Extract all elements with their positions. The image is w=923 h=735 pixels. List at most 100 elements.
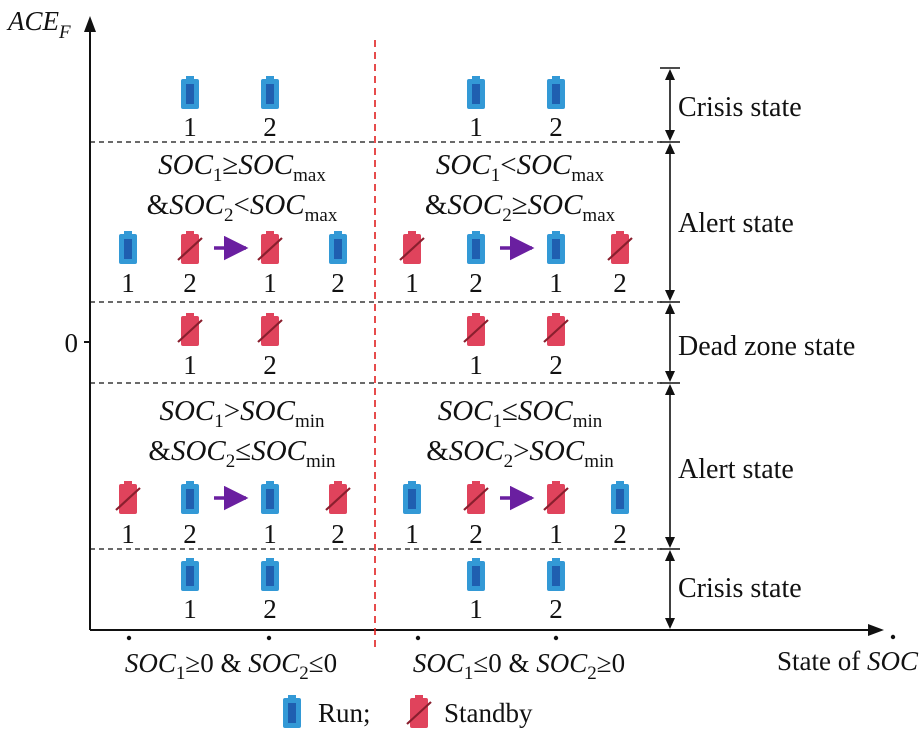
bracket-arrow-3 <box>665 303 675 382</box>
battery-number-crisis-top-col1-1: 1 <box>183 112 197 142</box>
battery-number-dead-zone-col2-2: 2 <box>549 350 563 380</box>
run-battery-crisis-bottom-col2-1 <box>467 558 485 591</box>
condition-line: SOC1<SOCmax <box>436 149 605 186</box>
standby-battery-alert-top-right-4 <box>607 231 633 264</box>
bracket-arrow-4 <box>665 384 675 548</box>
run-battery-alert-top-right-3 <box>547 231 565 264</box>
legend-run-icon <box>283 695 301 728</box>
state-brackets <box>660 67 680 631</box>
y-zero-tick-label: 0 <box>65 328 79 358</box>
run-battery-crisis-top-col1-2 <box>261 76 279 109</box>
condition-alert-top-right: SOC1<SOCmax &SOC2≥SOCmax <box>425 149 616 226</box>
condition-line: &SOC2≥SOCmax <box>425 189 616 226</box>
battery-number-alert-top-left-2: 2 <box>183 268 197 298</box>
legend: Run; Standby <box>283 695 533 728</box>
battery-number-crisis-top-col2-1: 1 <box>469 112 483 142</box>
y-axis-label: ACEF <box>6 6 71 43</box>
battery-number-dead-zone-col2-1: 1 <box>469 350 483 380</box>
column-label-right: SOC1≤0 & SOC2≥0 <box>413 648 625 684</box>
state-labels: Crisis state Alert state Dead zone state… <box>678 92 855 604</box>
run-battery-alert-bottom-left-2 <box>181 481 199 514</box>
battery-number-alert-bottom-left-4: 2 <box>331 519 345 549</box>
battery-number-crisis-bottom-col1-2: 2 <box>263 594 277 624</box>
legend-standby-label: Standby <box>444 698 533 728</box>
row-separators <box>90 141 665 550</box>
battery-number-alert-bottom-right-1: 1 <box>405 519 419 549</box>
run-battery-crisis-bottom-col1-1 <box>181 558 199 591</box>
bracket-arrow-1 <box>665 69 675 141</box>
battery-number-alert-top-left-3: 1 <box>263 268 277 298</box>
x-axis-label-dot <box>890 634 896 640</box>
battery-number-crisis-bottom-col2-2: 2 <box>549 594 563 624</box>
standby-battery-alert-top-left-3 <box>257 231 283 264</box>
run-battery-crisis-bottom-col1-2 <box>261 558 279 591</box>
condition-line: &SOC2≤SOCmin <box>148 435 336 472</box>
standby-battery-alert-bottom-left-4 <box>325 481 351 514</box>
bracket-arrows <box>665 69 675 629</box>
state-label-dead-zone: Dead zone state <box>678 331 855 362</box>
bracket-arrow-2 <box>665 143 675 301</box>
state-label-alert-top: Alert state <box>678 208 794 239</box>
condition-line: &SOC2>SOCmin <box>426 435 614 472</box>
transfer-arrows <box>214 235 535 511</box>
standby-battery-alert-bottom-right-2 <box>463 481 489 514</box>
battery-number-crisis-top-col1-2: 2 <box>263 112 277 142</box>
axes <box>84 16 884 636</box>
battery-number-crisis-bottom-col1-1: 1 <box>183 594 197 624</box>
battery-number-alert-bottom-right-3: 1 <box>549 519 563 549</box>
run-battery-crisis-top-col1-1 <box>181 76 199 109</box>
state-label-crisis-bottom: Crisis state <box>678 573 802 604</box>
battery-number-alert-bottom-right-4: 2 <box>613 519 627 549</box>
run-battery-alert-top-left-1 <box>119 231 137 264</box>
run-battery-crisis-top-col2-1 <box>467 76 485 109</box>
battery-number-alert-top-right-1: 1 <box>405 268 419 298</box>
battery-number-dead-zone-col1-2: 2 <box>263 350 277 380</box>
state-label-crisis-top: Crisis state <box>678 92 802 123</box>
standby-battery-alert-top-right-1 <box>399 231 425 264</box>
battery-number-crisis-bottom-col2-1: 1 <box>469 594 483 624</box>
column-label-dots <box>126 635 559 641</box>
standby-battery-dead-zone-col2-1 <box>463 313 489 346</box>
run-battery-alert-bottom-left-3 <box>261 481 279 514</box>
bracket-arrow-5 <box>665 550 675 629</box>
condition-line: SOC1>SOCmin <box>159 395 325 432</box>
condition-alert-top-left: SOC1≥SOCmax &SOC2<SOCmax <box>147 149 338 226</box>
battery-number-alert-top-right-2: 2 <box>469 268 483 298</box>
state-label-alert-bottom: Alert state <box>678 454 794 485</box>
battery-number-alert-bottom-left-1: 1 <box>121 519 135 549</box>
condition-line: SOC1≥SOCmax <box>158 149 326 186</box>
standby-battery-alert-bottom-right-3 <box>543 481 569 514</box>
x-axis-label: State of SOC <box>777 646 919 676</box>
column-label-left: SOC1≥0 & SOC2≤0 <box>125 648 337 684</box>
battery-number-alert-top-left-4: 2 <box>331 268 345 298</box>
battery-number-alert-top-right-3: 1 <box>549 268 563 298</box>
battery-number-alert-bottom-right-2: 2 <box>469 519 483 549</box>
standby-battery-alert-top-left-2 <box>177 231 203 264</box>
battery-layer: 1 2 1 2 1 2 1 2 1 2 1 2 1 2 1 2 1 2 1 2 1 2 1 2 1 2 1 2 <box>115 76 633 624</box>
run-battery-alert-top-left-4 <box>329 231 347 264</box>
run-battery-alert-bottom-right-1 <box>403 481 421 514</box>
condition-alert-bottom-right: SOC1≤SOCmin &SOC2>SOCmin <box>426 395 614 472</box>
condition-line: &SOC2<SOCmax <box>147 189 338 226</box>
condition-alert-bottom-left: SOC1>SOCmin &SOC2≤SOCmin <box>148 395 336 472</box>
battery-number-alert-top-right-4: 2 <box>613 268 627 298</box>
standby-battery-alert-bottom-left-1 <box>115 481 141 514</box>
x-axis-arrowhead <box>868 624 884 636</box>
standby-battery-dead-zone-col1-1 <box>177 313 203 346</box>
battery-number-dead-zone-col1-1: 1 <box>183 350 197 380</box>
standby-battery-dead-zone-col1-2 <box>257 313 283 346</box>
legend-standby-icon <box>406 695 432 728</box>
battery-number-alert-bottom-left-2: 2 <box>183 519 197 549</box>
y-axis-arrowhead <box>84 16 96 32</box>
run-battery-crisis-top-col2-2 <box>547 76 565 109</box>
legend-run-label: Run; <box>318 698 371 728</box>
battery-number-alert-bottom-left-3: 1 <box>263 519 277 549</box>
standby-battery-dead-zone-col2-2 <box>543 313 569 346</box>
battery-number-alert-top-left-1: 1 <box>121 268 135 298</box>
condition-line: SOC1≤SOCmin <box>438 395 603 432</box>
run-battery-alert-bottom-right-4 <box>611 481 629 514</box>
run-battery-crisis-bottom-col2-2 <box>547 558 565 591</box>
battery-number-crisis-top-col2-2: 2 <box>549 112 563 142</box>
run-battery-alert-top-right-2 <box>467 231 485 264</box>
